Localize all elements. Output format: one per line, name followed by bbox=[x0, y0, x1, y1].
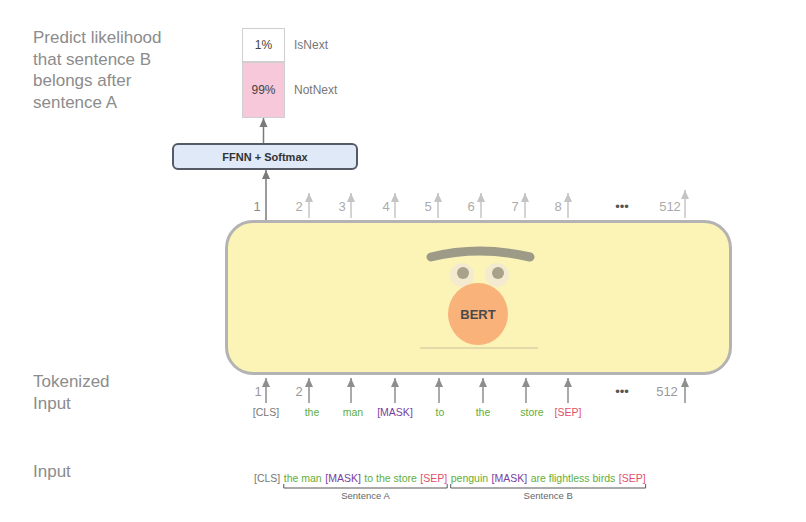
position-number: 8 bbox=[554, 199, 561, 215]
position-number: 512 bbox=[659, 199, 681, 215]
position-number: 7 bbox=[511, 199, 518, 215]
position-number: 5 bbox=[424, 199, 431, 215]
node-text: 99% bbox=[243, 83, 284, 97]
sentence-label: Sentence A bbox=[341, 490, 390, 503]
connector-arrow bbox=[263, 118, 265, 143]
connector-arrow bbox=[265, 170, 267, 220]
row-label: Tokenized Input bbox=[33, 371, 133, 414]
node-text: FFNN + Softmax bbox=[222, 151, 307, 163]
input-arrows bbox=[266, 378, 685, 403]
token: to bbox=[436, 406, 445, 420]
position-number: 3 bbox=[338, 199, 345, 215]
input-token: penguin bbox=[451, 472, 488, 485]
token: [CLS] bbox=[253, 406, 279, 420]
sentence-brackets bbox=[284, 484, 646, 488]
sentence-label: Sentence B bbox=[524, 490, 573, 503]
bert-face bbox=[420, 251, 538, 348]
bracket bbox=[284, 484, 447, 488]
input-token: [SEP] bbox=[619, 472, 646, 485]
input-token: the man bbox=[284, 472, 322, 485]
token: the bbox=[476, 406, 491, 420]
input-token: [MASK] bbox=[492, 472, 528, 485]
bracket bbox=[451, 484, 646, 488]
input-token: [MASK] bbox=[325, 472, 361, 485]
token: [SEP] bbox=[555, 406, 582, 420]
output-arrows bbox=[309, 190, 685, 218]
input-token: to the store bbox=[364, 472, 417, 485]
classifier-box: FFNN + Softmax bbox=[172, 143, 358, 170]
node-text: BERT bbox=[460, 307, 495, 322]
model-box: BERT bbox=[225, 220, 732, 375]
probability-box: 1%IsNext bbox=[242, 28, 285, 62]
row-label: Input bbox=[33, 462, 71, 482]
token: [MASK] bbox=[377, 406, 413, 420]
position-number: 1 bbox=[254, 384, 261, 400]
position-number: 6 bbox=[467, 199, 474, 215]
input-sequence: [CLS]the man[MASK]to the store[SEP]pengu… bbox=[254, 472, 646, 485]
node-text: 1% bbox=[243, 38, 284, 52]
position-number: 512 bbox=[656, 384, 678, 400]
position-number: 2 bbox=[295, 384, 302, 400]
input-token: are flightless birds bbox=[531, 472, 616, 485]
token: man bbox=[343, 406, 363, 420]
annotation: Predict likelihood that sentence B belon… bbox=[33, 27, 183, 113]
position-number: 2 bbox=[295, 199, 302, 215]
token: store bbox=[520, 406, 543, 420]
node-side-label: IsNext bbox=[294, 38, 328, 52]
bert-body bbox=[226, 221, 731, 374]
position-number: ••• bbox=[615, 199, 629, 215]
token: the bbox=[305, 406, 320, 420]
probability-box: 99%NotNext bbox=[242, 62, 285, 118]
input-token: [SEP] bbox=[420, 472, 447, 485]
position-number: ••• bbox=[615, 384, 629, 400]
node-side-label: NotNext bbox=[294, 83, 337, 97]
position-number: 1 bbox=[253, 199, 260, 215]
position-number: 4 bbox=[382, 199, 389, 215]
input-token: [CLS] bbox=[254, 472, 280, 485]
